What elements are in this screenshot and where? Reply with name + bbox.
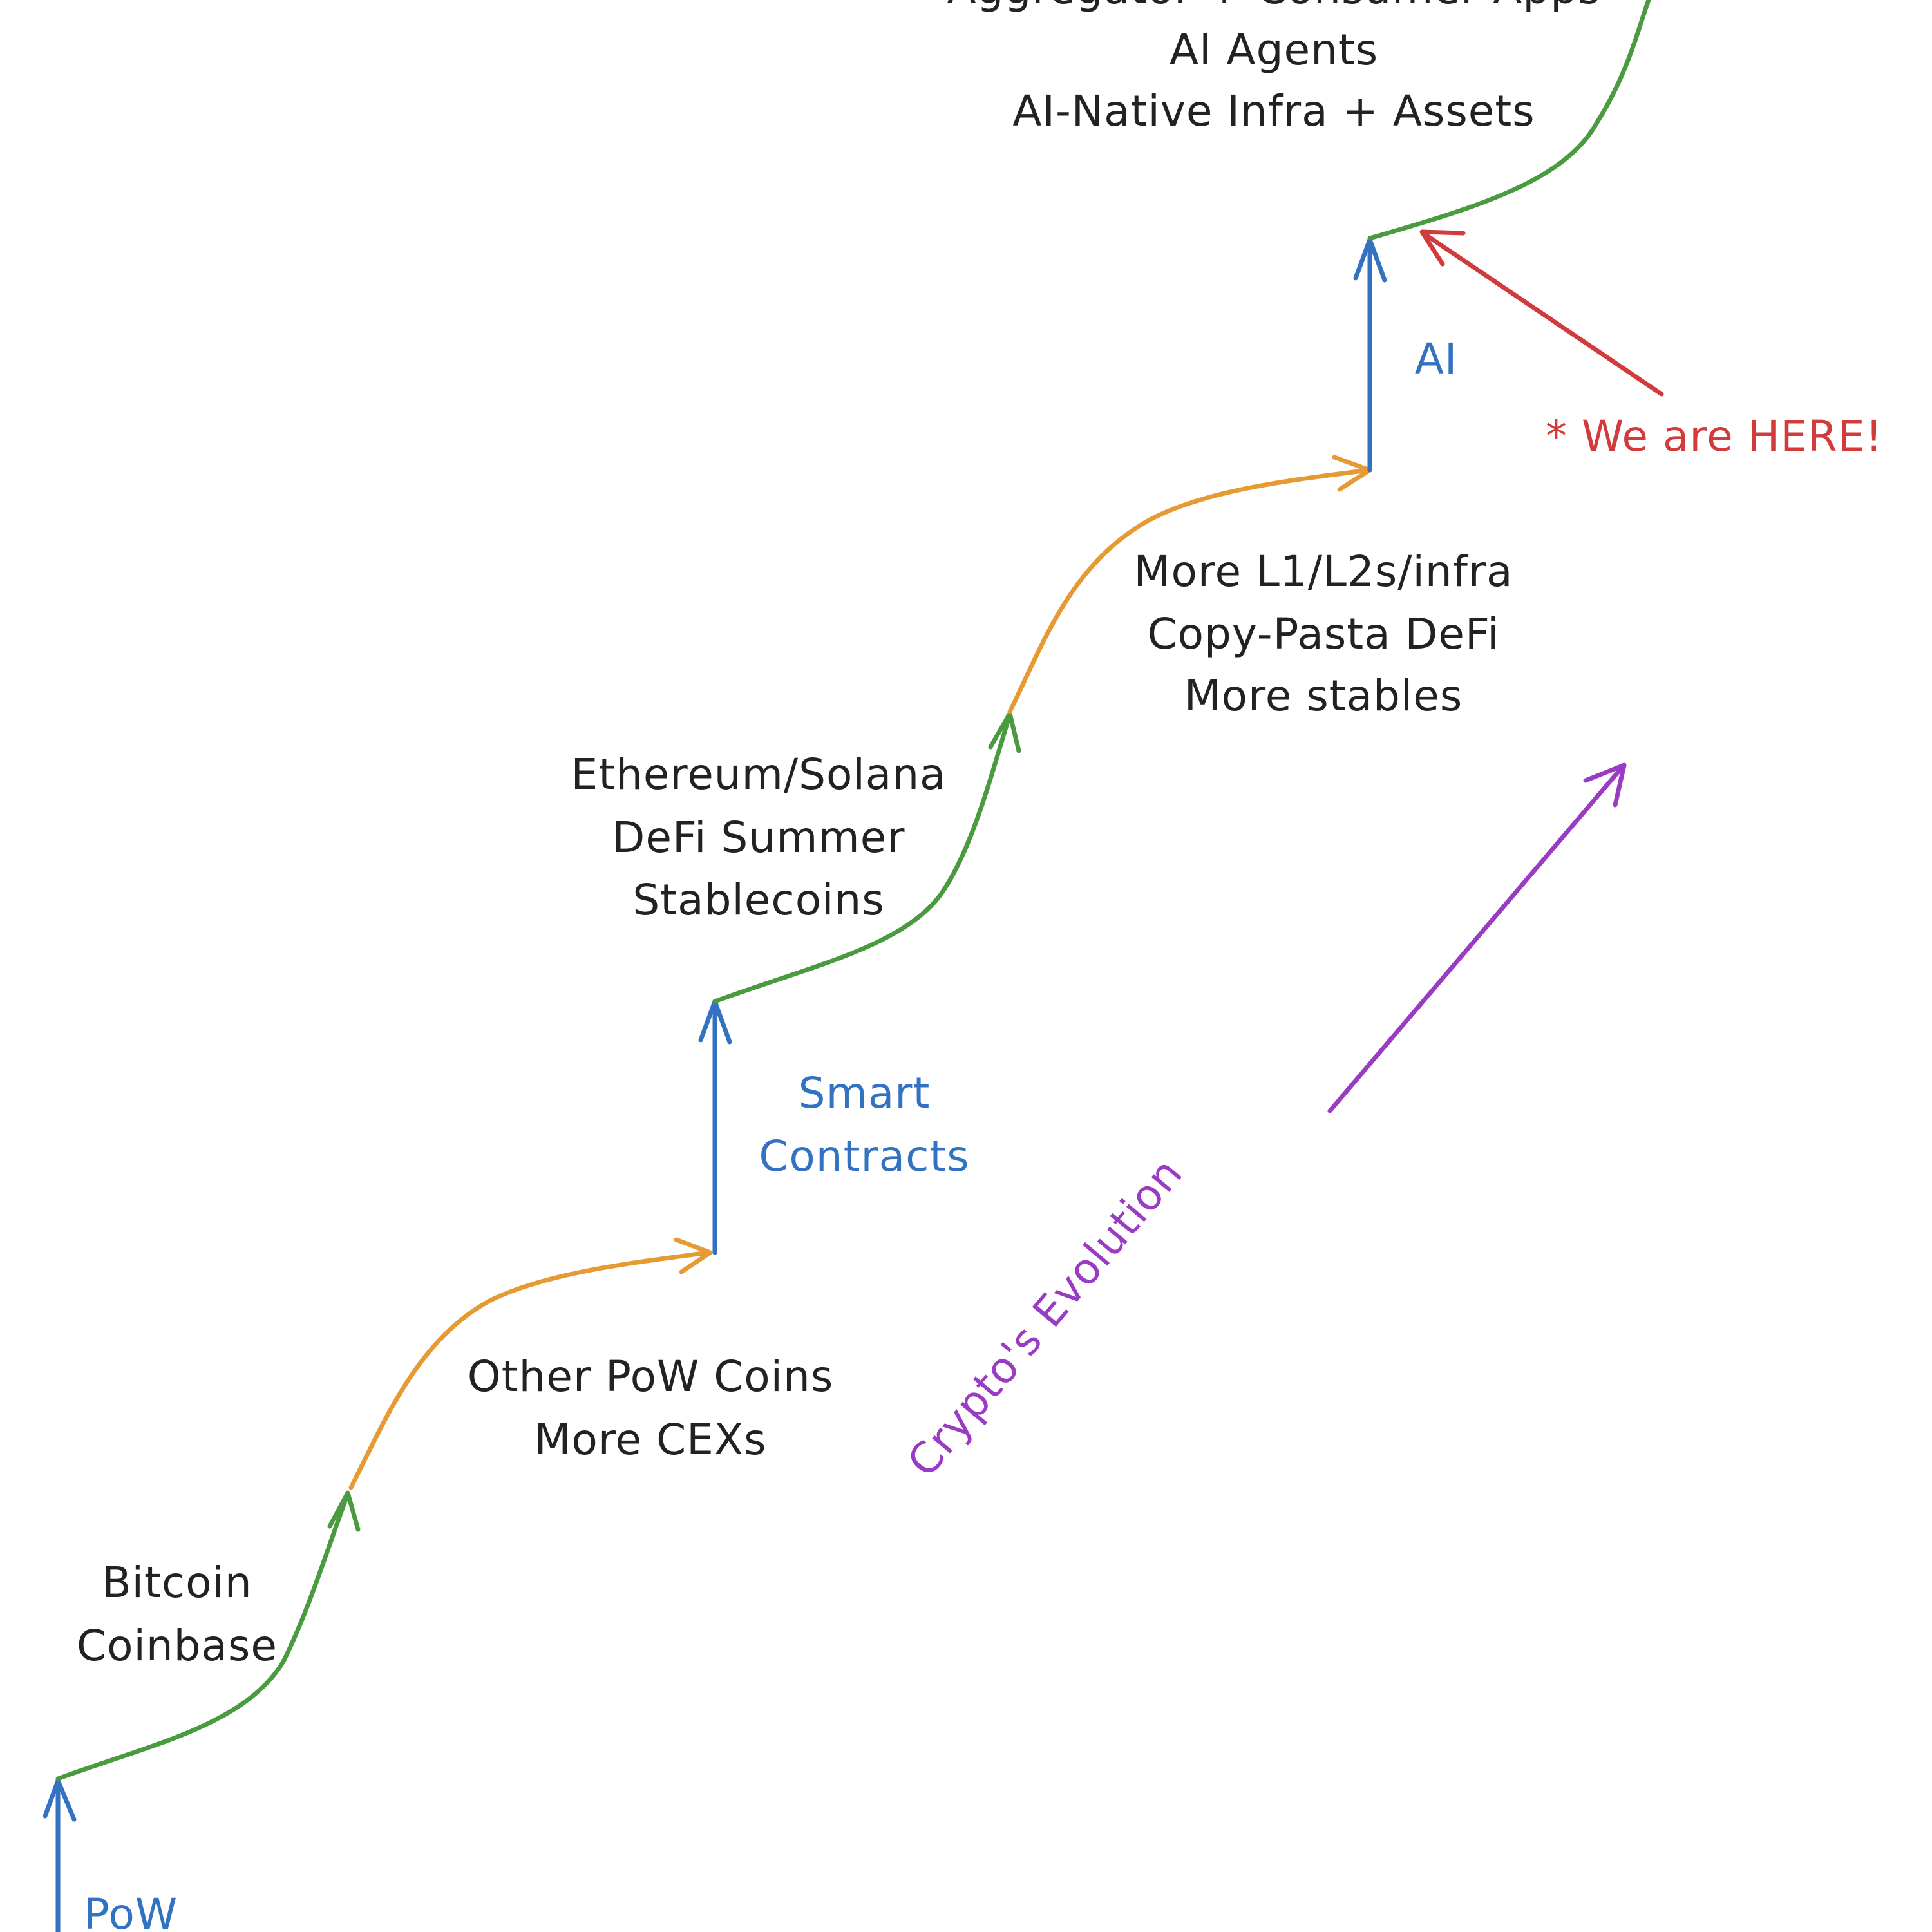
ai-era-green-curve [1367, 0, 1651, 241]
more-l1-orange-curve [1007, 468, 1371, 714]
ai-label: AI [1415, 334, 1458, 384]
crypto-evolution-arrow [1327, 764, 1625, 1113]
pow-label: PoW [84, 1889, 178, 1932]
copy-pasta-defi-label: Copy-Pasta DeFi [1148, 609, 1500, 659]
more-l1-l2-label: More L1/L2s/infra [1134, 547, 1513, 596]
we-are-here-arrow [1421, 231, 1664, 397]
other-pow-orange-curve [348, 1250, 711, 1490]
other-pow-orange-arrowhead [674, 1237, 713, 1274]
ethereum-green-curve [712, 712, 1012, 1004]
ai-agents-label: AI Agents [1170, 25, 1378, 75]
more-cexs-label: More CEXs [535, 1415, 767, 1464]
bitcoin-label: Bitcoin [102, 1558, 252, 1607]
crypto-evolution-arrowhead [1583, 762, 1627, 808]
bitcoin-green-curve [55, 1492, 350, 1781]
we-are-here-label: * We are HERE! [1546, 412, 1883, 461]
bitcoin-green-arrowhead [327, 1490, 361, 1532]
stablecoins-label: Stablecoins [632, 875, 884, 925]
crypto-evolution-label: Crypto's Evolution [898, 1148, 1192, 1486]
smart-label: Smart [799, 1068, 931, 1118]
ai-native-infra-assets-label: AI-Native Infra + Assets [1012, 86, 1535, 136]
defi-summer-label: DeFi Summer [612, 813, 905, 862]
aggregator-consumer-apps-label: Aggregator + Consumer Apps [947, 0, 1600, 14]
more-stables-label: More stables [1184, 671, 1463, 721]
coinbase-label: Coinbase [77, 1621, 278, 1671]
we-are-here-arrowhead [1419, 229, 1466, 267]
other-pow-coins-label: Other PoW Coins [468, 1352, 833, 1401]
contracts-label: Contracts [759, 1132, 969, 1181]
ethereum-solana-label: Ethereum/Solana [571, 750, 947, 799]
